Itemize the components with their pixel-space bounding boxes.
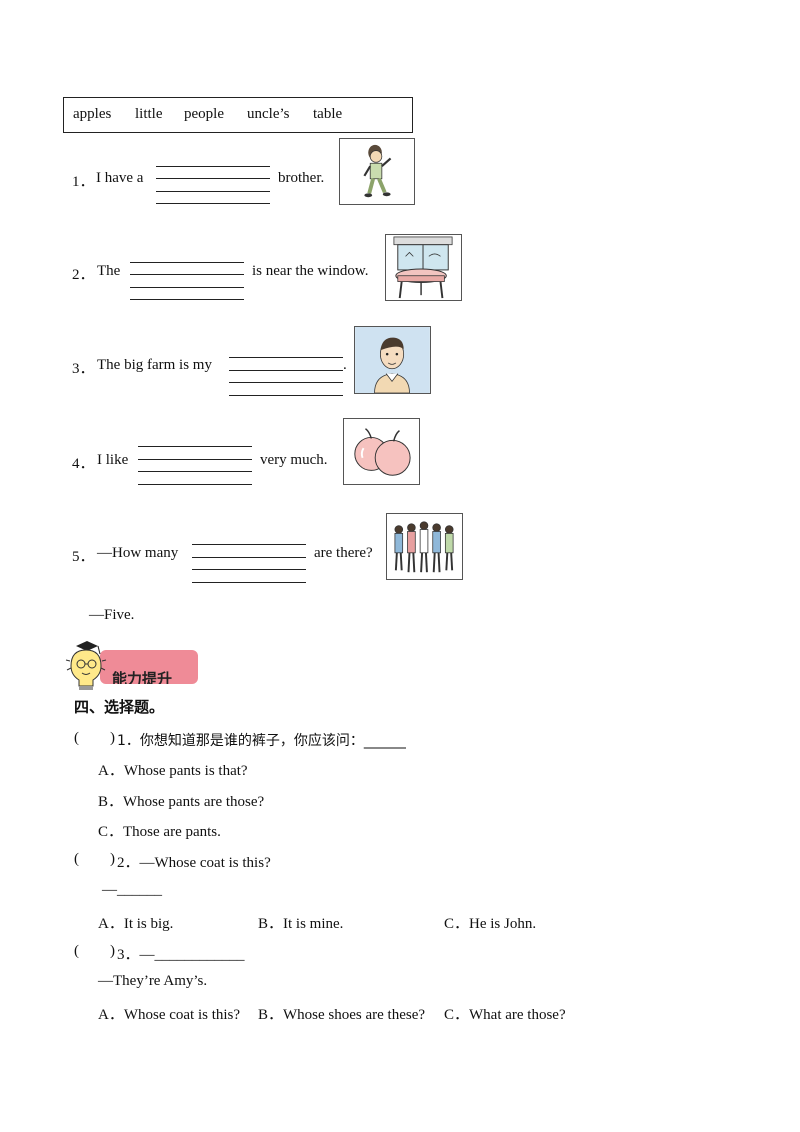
- apples-icon: [343, 418, 420, 485]
- answer-paren-close: ): [110, 851, 115, 867]
- option-c[interactable]: C．He is John.: [444, 916, 537, 932]
- sentence-end: is near the window.: [252, 263, 369, 279]
- item-number: 3．: [72, 361, 95, 377]
- sentence-start: I like: [97, 452, 129, 468]
- option-b[interactable]: B．It is mine.: [258, 916, 344, 932]
- question-stem: 2．—Whose coat is this?: [117, 855, 271, 871]
- table-window-icon: [385, 234, 462, 301]
- sentence-end: are there?: [314, 545, 373, 561]
- item-number: 4．: [72, 456, 95, 472]
- word-bank-item: people: [184, 106, 224, 122]
- answer-paren-open: (: [74, 943, 79, 959]
- option-b[interactable]: B．Whose shoes are these?: [258, 1007, 426, 1023]
- item-number: 1．: [72, 174, 95, 190]
- option-a[interactable]: A．Whose coat is this?: [98, 1007, 241, 1023]
- sentence-start: The big farm is my: [97, 357, 212, 373]
- option-a[interactable]: A．It is big.: [98, 916, 174, 932]
- word-bank-item: little: [135, 106, 163, 122]
- section-badge-label: 能力提升: [112, 670, 173, 684]
- answer-paren-open: (: [74, 851, 79, 867]
- sentence-end: very much.: [260, 452, 328, 468]
- section-title: 四、选择题。: [74, 698, 165, 716]
- answer-paren-open: (: [74, 730, 79, 746]
- group-of-people-icon: [386, 513, 463, 580]
- sentence-end: .: [343, 357, 347, 373]
- section-badge-background: [100, 650, 198, 684]
- word-bank-box: apples little people uncle’s table: [63, 97, 413, 133]
- man-portrait-icon: [354, 326, 431, 394]
- item-number: 5．: [72, 549, 95, 565]
- sentence-start: —How many: [97, 545, 179, 561]
- word-bank-item: apples: [73, 106, 112, 122]
- option-b[interactable]: B．Whose pants are those?: [98, 794, 265, 810]
- answer-paren-close: ): [110, 730, 115, 746]
- question-reply: —They’re Amy’s.: [98, 973, 208, 989]
- question-stem: 1．你想知道那是谁的裤子，你应该问：______: [117, 733, 406, 749]
- word-bank-item: uncle’s: [247, 106, 290, 122]
- lightbulb-scholar-icon: [64, 640, 108, 692]
- item-number: 2．: [72, 267, 95, 283]
- option-c[interactable]: C．What are those?: [444, 1007, 566, 1023]
- answer-five: —Five.: [89, 607, 135, 623]
- sentence-end: brother.: [278, 170, 325, 186]
- question-stem: 3．—____________: [117, 947, 245, 963]
- question-reply: —______: [102, 882, 162, 898]
- sentence-start: The: [97, 263, 121, 279]
- sentence-start: I have a: [96, 170, 144, 186]
- word-bank-item: table: [313, 106, 343, 122]
- answer-paren-close: ): [110, 943, 115, 959]
- option-c[interactable]: C．Those are pants.: [98, 824, 221, 840]
- boy-walking-icon: [339, 138, 415, 205]
- option-a[interactable]: A．Whose pants is that?: [98, 763, 248, 779]
